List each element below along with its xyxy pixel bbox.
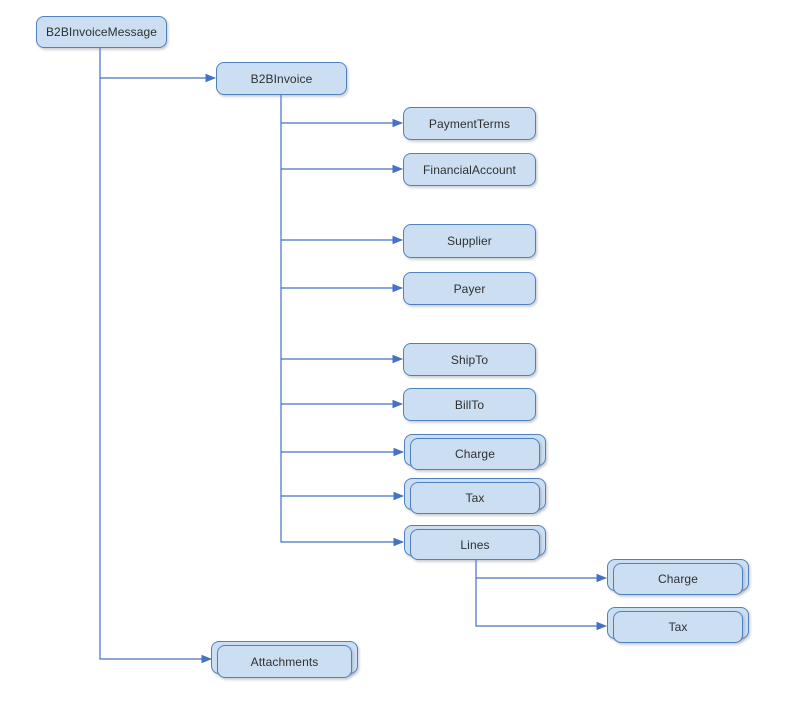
node-paymentterms: PaymentTerms [403, 107, 536, 140]
node-supplier: Supplier [403, 224, 536, 258]
node-label: Tax [613, 611, 743, 643]
node-lines: Lines [404, 525, 546, 560]
connector-b2binvoicemessage-attachments [99, 48, 213, 664]
node-billto: BillTo [403, 388, 536, 421]
node-shipto: ShipTo [403, 343, 536, 376]
node-label: Charge [613, 563, 743, 595]
node-label: ShipTo [403, 343, 536, 376]
node-label: Tax [410, 482, 540, 514]
node-attachments: Attachments [211, 641, 358, 678]
node-label: FinancialAccount [403, 153, 536, 186]
connector-lines-tax [475, 560, 608, 631]
node-label: Charge [410, 438, 540, 470]
node-label: B2BInvoice [216, 62, 347, 95]
node-charge: Charge [404, 434, 546, 470]
node-payer: Payer [403, 272, 536, 305]
node-b2binvoicemessage: B2BInvoiceMessage [36, 16, 167, 48]
node-label: Lines [410, 529, 540, 560]
node-financialaccount: FinancialAccount [403, 153, 536, 186]
node-label: B2BInvoiceMessage [36, 16, 167, 48]
node-label: BillTo [403, 388, 536, 421]
connector-b2binvoice-lines [280, 95, 405, 547]
node-tax: Tax [404, 478, 546, 514]
node-lines-charge: Charge [607, 559, 749, 595]
node-label: PaymentTerms [403, 107, 536, 140]
node-label: Payer [403, 272, 536, 305]
node-label: Attachments [217, 645, 352, 678]
node-b2binvoice: B2BInvoice [216, 62, 347, 95]
node-label: Supplier [403, 224, 536, 258]
node-lines-tax: Tax [607, 607, 749, 643]
